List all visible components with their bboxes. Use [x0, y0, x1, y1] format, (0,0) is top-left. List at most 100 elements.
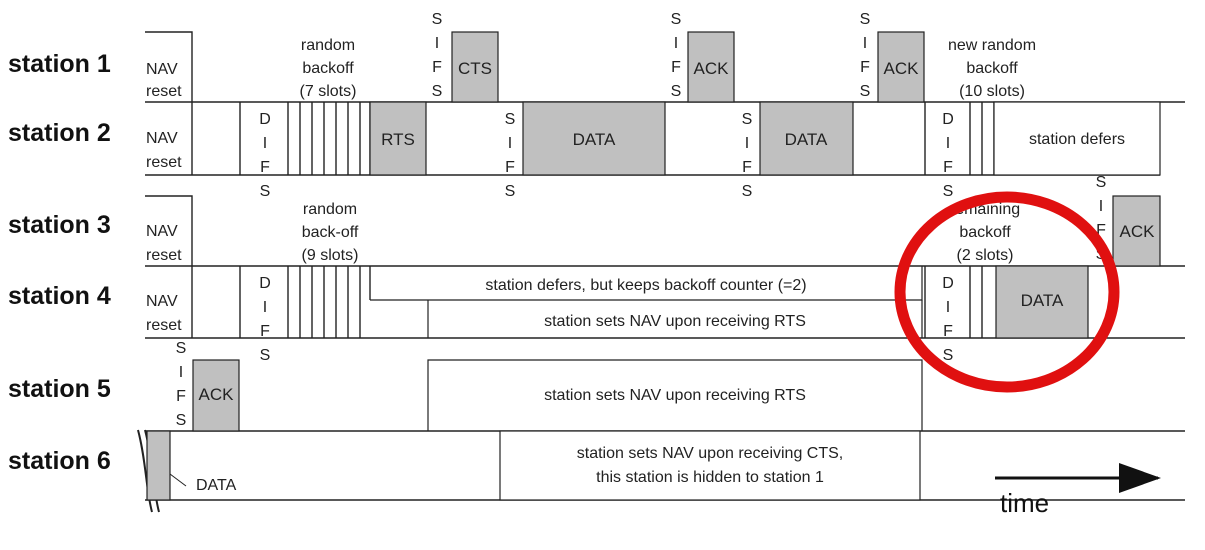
svg-text:I: I [435, 35, 439, 52]
difs-s2-a: D I F S [259, 111, 271, 200]
svg-text:F: F [260, 323, 270, 340]
station-4-label: station 4 [8, 282, 111, 310]
backoff-9-label: random back-off (9 slots) [302, 201, 359, 264]
svg-text:random: random [303, 201, 357, 218]
svg-text:I: I [946, 299, 950, 316]
svg-text:NAV: NAV [146, 223, 178, 240]
svg-text:reset: reset [146, 83, 182, 100]
cts-frame-label: CTS [458, 59, 492, 78]
defer-keep-counter-label: station defers, but keeps backoff counte… [485, 277, 806, 294]
backoff-slots-s2 [287, 102, 371, 175]
ack-frame-s1-a-label: ACK [694, 59, 730, 78]
data-frame-s2-a [522, 101, 666, 176]
data-frame-s2-b [759, 101, 854, 176]
ack-frame-s1-b [877, 31, 925, 103]
svg-text:F: F [742, 159, 752, 176]
sifs-s2-a: S I F S [505, 111, 516, 200]
nav-reset-4: NAV reset [146, 266, 193, 338]
svg-text:D: D [942, 275, 954, 292]
station-3-label: station 3 [8, 211, 111, 239]
svg-text:D: D [259, 111, 271, 128]
svg-text:I: I [1099, 198, 1103, 215]
data-frame-s4-label: DATA [1021, 291, 1064, 310]
svg-text:(10 slots): (10 slots) [959, 83, 1025, 100]
time-label: time [1000, 488, 1049, 518]
remaining-backoff-label: remaining backoff (2 slots) [950, 201, 1020, 264]
svg-text:D: D [942, 111, 954, 128]
station-2-label: station 2 [8, 119, 111, 147]
svg-text:S: S [742, 183, 753, 200]
break-mark-a [137, 429, 153, 513]
svg-text:F: F [943, 159, 953, 176]
svg-text:reset: reset [146, 247, 182, 264]
rts-frame-label: RTS [381, 130, 415, 149]
station-5-label: station 5 [8, 375, 111, 403]
data-frame-s4 [995, 265, 1089, 339]
ack-frame-s1-b-label: ACK [884, 59, 920, 78]
backoff-7-label: random backoff (7 slots) [300, 37, 357, 100]
data-frame-s2-a-label: DATA [573, 130, 616, 149]
nav-cts-line-1: station sets NAV upon receiving CTS, [577, 445, 844, 462]
svg-text:backoff: backoff [959, 224, 1011, 241]
highlight-circle [894, 191, 1120, 393]
nav-reset-1: NAV reset [145, 31, 193, 102]
nav-rts-s5-label: station sets NAV upon receiving RTS [544, 387, 806, 404]
svg-text:backoff: backoff [966, 60, 1018, 77]
svg-text:F: F [1096, 222, 1106, 239]
ack-frame-s3 [1112, 195, 1161, 267]
svg-text:I: I [179, 364, 183, 381]
rts-frame [369, 101, 427, 176]
svg-text:S: S [860, 83, 871, 100]
svg-text:S: S [505, 111, 516, 128]
data-frame-s6 [146, 430, 171, 501]
svg-text:F: F [260, 159, 270, 176]
ack-frame-s5-label: ACK [199, 385, 235, 404]
svg-text:I: I [863, 35, 867, 52]
svg-text:I: I [263, 135, 267, 152]
nav-reset-2: NAV reset [146, 102, 193, 175]
svg-text:NAV: NAV [146, 61, 178, 78]
svg-text:(9 slots): (9 slots) [302, 247, 359, 264]
sifs-s5: S I F S [176, 340, 187, 429]
svg-text:F: F [432, 59, 442, 76]
svg-text:S: S [943, 347, 954, 364]
svg-text:S: S [260, 347, 271, 364]
station-1-label: station 1 [8, 50, 111, 78]
svg-text:new random: new random [948, 37, 1036, 54]
svg-text:I: I [946, 135, 950, 152]
svg-text:(2 slots): (2 slots) [957, 247, 1014, 264]
svg-text:S: S [176, 340, 187, 357]
nav-rts-s4-label: station sets NAV upon receiving RTS [544, 313, 806, 330]
nav-cts-s6-box [499, 430, 921, 501]
svg-text:F: F [860, 59, 870, 76]
svg-text:S: S [505, 183, 516, 200]
backoff-slots-s2-b [969, 102, 995, 175]
svg-text:S: S [860, 11, 871, 28]
svg-text:I: I [263, 299, 267, 316]
svg-text:D: D [259, 275, 271, 292]
svg-text:backoff: backoff [302, 60, 354, 77]
svg-text:F: F [505, 159, 515, 176]
svg-text:I: I [674, 35, 678, 52]
remaining-slots-s4 [969, 266, 983, 338]
data-frame-s6-label: DATA [196, 477, 237, 494]
svg-text:random: random [301, 37, 355, 54]
svg-text:S: S [671, 83, 682, 100]
ack-frame-s3-label: ACK [1120, 222, 1156, 241]
cts-frame [451, 31, 499, 103]
svg-text:S: S [432, 83, 443, 100]
svg-text:F: F [176, 388, 186, 405]
difs-s2-b: D I F S [942, 111, 954, 200]
nav-cts-line-2: this station is hidden to station 1 [596, 469, 824, 486]
svg-text:NAV: NAV [146, 293, 178, 310]
sifs-s1-a: S I F S [432, 11, 443, 100]
svg-text:reset: reset [146, 154, 182, 171]
sifs-s1-b: S I F S [671, 11, 682, 100]
svg-text:back-off: back-off [302, 224, 359, 241]
svg-text:S: S [260, 183, 271, 200]
data-frame-s2-b-label: DATA [785, 130, 828, 149]
ack-frame-s5 [192, 359, 240, 432]
svg-text:I: I [745, 135, 749, 152]
